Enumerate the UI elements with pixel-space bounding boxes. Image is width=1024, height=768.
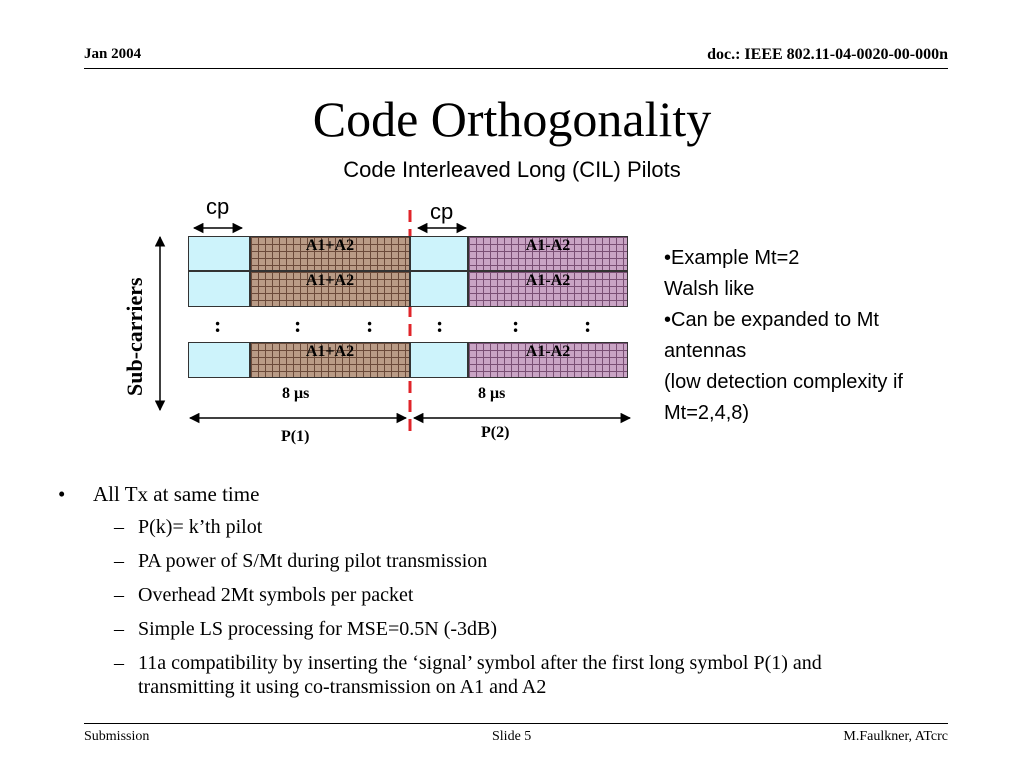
- footer-divider: [84, 723, 948, 724]
- sum-cell: A1+A2: [250, 342, 410, 378]
- slide-subtitle: Code Interleaved Long (CIL) Pilots: [343, 157, 681, 182]
- sum-label: A1+A2: [305, 272, 355, 289]
- footer-left: Submission: [84, 729, 150, 744]
- header-date: Jan 2004: [84, 46, 142, 62]
- cp-cell: [410, 271, 468, 307]
- sub-bullet-text: P(k)= k’th pilot: [138, 516, 263, 538]
- sub-bullet-text: PA power of S/Mt during pilot transmissi…: [138, 550, 488, 572]
- ellipsis: :: [584, 312, 592, 337]
- sub-bullet-marker: –: [114, 516, 124, 538]
- header-doc-id: doc.: IEEE 802.11-04-0020-00-000n: [707, 46, 948, 63]
- ellipsis: :: [436, 312, 444, 337]
- cp-cell: [188, 236, 250, 271]
- cp-cell: [188, 271, 250, 307]
- side-note: (low detection complexity if: [664, 371, 903, 393]
- sum-cell: A1+A2: [250, 271, 410, 307]
- diff-cell: A1-A2: [468, 271, 628, 307]
- sub-bullet: – PA power of S/Mt during pilot transmis…: [58, 549, 958, 573]
- pilot-label-2: P(2): [481, 424, 510, 441]
- sub-bullet: – P(k)= k’th pilot: [58, 515, 958, 539]
- side-note: Walsh like: [664, 278, 755, 300]
- main-bullet-text: All Tx at same time: [93, 482, 260, 506]
- cp-label-2: cp: [430, 199, 454, 224]
- cp-cell: [410, 342, 468, 378]
- main-bullet: • All Tx at same time: [58, 482, 958, 507]
- ellipsis: :: [214, 312, 222, 337]
- sum-label: A1+A2: [305, 343, 355, 360]
- side-notes: •Example Mt=2 Walsh like •Can be expande…: [664, 243, 1004, 429]
- ellipsis: :: [294, 312, 302, 337]
- duration-label-1: 8 μs: [282, 385, 310, 402]
- diff-cell: A1-A2: [468, 236, 628, 271]
- bullet-marker: •: [58, 482, 66, 506]
- sub-bullet-marker: –: [114, 618, 124, 640]
- sub-bullet: – 11a compatibility by inserting the ‘si…: [58, 651, 838, 699]
- sum-cell: A1+A2: [250, 236, 410, 271]
- slide-title: Code Orthogonality: [312, 91, 712, 147]
- bullet-list: • All Tx at same time – P(k)= k’th pilot…: [58, 482, 958, 709]
- side-note: •Example Mt=2: [664, 247, 800, 269]
- sub-bullet-marker: –: [114, 550, 124, 572]
- duration-label-2: 8 μs: [478, 385, 506, 402]
- ellipsis: :: [512, 312, 520, 337]
- side-note: antennas: [664, 340, 747, 362]
- cp-label-1: cp: [206, 194, 230, 219]
- footer-slide-number: Slide 5: [492, 729, 532, 744]
- sub-bullet: – Overhead 2Mt symbols per packet: [58, 583, 958, 607]
- diff-cell: A1-A2: [468, 342, 628, 378]
- cp-cell: [410, 236, 468, 271]
- ellipsis: :: [366, 312, 374, 337]
- sub-bullet-text: 11a compatibility by inserting the ‘sign…: [138, 652, 822, 698]
- subcarrier-axis-label: Sub-carriers: [122, 277, 147, 396]
- side-note: •Can be expanded to Mt: [664, 309, 879, 331]
- diff-label: A1-A2: [525, 343, 571, 360]
- diff-label: A1-A2: [525, 237, 571, 254]
- diff-label: A1-A2: [525, 272, 571, 289]
- sub-bullet-text: Simple LS processing for MSE=0.5N (-3dB): [138, 618, 498, 640]
- sub-bullet: – Simple LS processing for MSE=0.5N (-3d…: [58, 617, 958, 641]
- sub-bullet-marker: –: [114, 584, 124, 606]
- sub-bullet-marker: –: [114, 652, 124, 674]
- side-note: Mt=2,4,8): [664, 402, 750, 424]
- header-divider: [84, 68, 948, 69]
- sub-bullet-text: Overhead 2Mt symbols per packet: [138, 584, 414, 606]
- pilot-label-1: P(1): [281, 428, 310, 445]
- sum-label: A1+A2: [305, 237, 355, 254]
- footer-author: M.Faulkner, ATcrc: [843, 729, 948, 744]
- cp-cell: [188, 342, 250, 378]
